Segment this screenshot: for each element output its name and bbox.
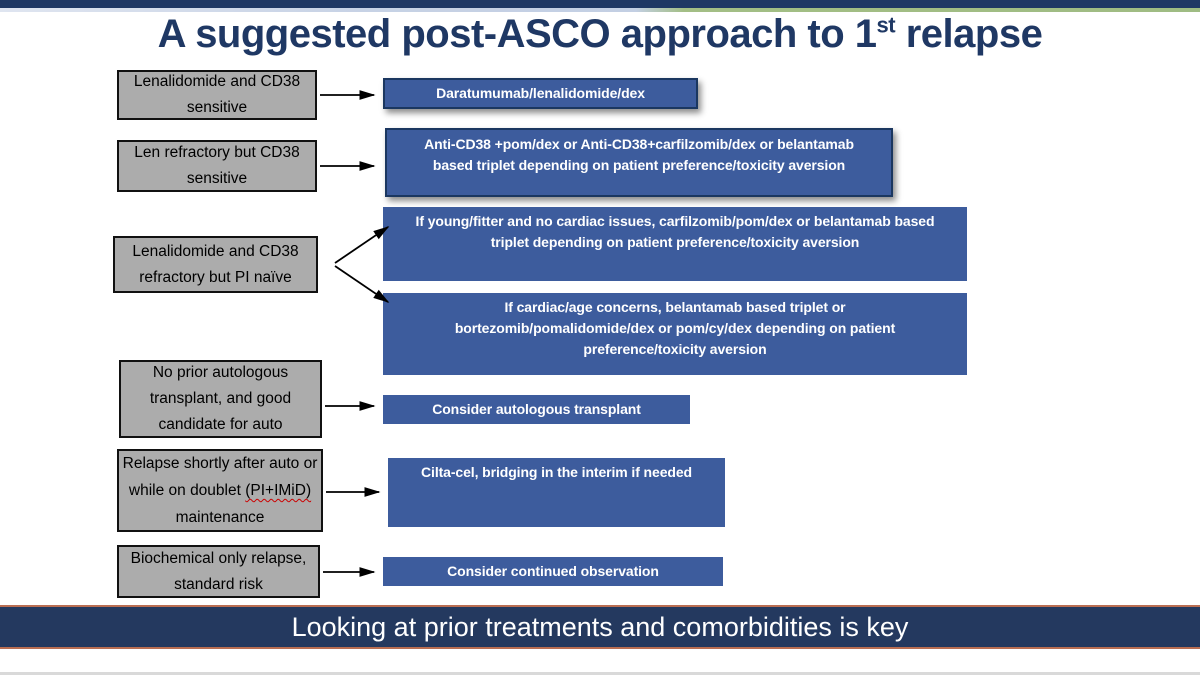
treatment-label-line: preference/toxicity aversion bbox=[583, 341, 767, 357]
condition-label: Lenalidomide and CD38 sensitive bbox=[133, 73, 301, 116]
treatment-label-line: bortezomib/pomalidomide/dex or pom/cy/de… bbox=[454, 320, 896, 336]
treatment-label: Cilta-cel, bridging in the interim if ne… bbox=[421, 464, 692, 480]
page-title-superscript: st bbox=[876, 12, 896, 38]
treatment-label-line: based triplet depending on patient prefe… bbox=[432, 157, 846, 173]
treatment-box-cilta-cel: Cilta-cel, bridging in the interim if ne… bbox=[388, 458, 725, 527]
bottom-banner: Looking at prior treatments and comorbid… bbox=[0, 605, 1200, 649]
treatment-box-cardiac-age-concerns: If cardiac/age concerns, belantamab base… bbox=[383, 293, 967, 375]
treatment-label-line: triplet depending on patient preference/… bbox=[490, 234, 860, 250]
condition-label: Biochemical only relapse, standard risk bbox=[130, 549, 307, 593]
condition-label: Len refractory but CD38 sensitive bbox=[134, 144, 300, 187]
treatment-label: Consider continued observation bbox=[447, 563, 659, 579]
condition-label: No prior autologous transplant, and good… bbox=[149, 364, 292, 433]
condition-box-no-prior-auto: No prior autologous transplant, and good… bbox=[119, 360, 322, 438]
treatment-label: Consider autologous transplant bbox=[432, 401, 641, 417]
condition-label-part: maintenance bbox=[175, 509, 265, 526]
condition-box-len-cd38-sensitive: Lenalidomide and CD38 sensitive bbox=[117, 70, 317, 120]
page-title-rest: relapse bbox=[895, 12, 1043, 56]
treatment-label-line: If young/fitter and no cardiac issues, c… bbox=[415, 213, 935, 229]
bottom-rule bbox=[0, 672, 1200, 675]
treatment-label-line: If cardiac/age concerns, belantamab base… bbox=[504, 299, 846, 315]
accent-line bbox=[0, 8, 1200, 12]
page-title-text: A suggested post-ASCO approach to 1 bbox=[157, 12, 877, 56]
treatment-box-consider-auto-transplant: Consider autologous transplant bbox=[383, 395, 690, 424]
condition-box-len-refractory-cd38-sensitive: Len refractory but CD38 sensitive bbox=[117, 140, 317, 192]
spellcheck-underline: (PI+IMiD) bbox=[245, 482, 312, 499]
condition-label: Lenalidomide and CD38 refractory but PI … bbox=[132, 242, 299, 286]
page-title: A suggested post-ASCO approach to 1st re… bbox=[0, 12, 1200, 57]
treatment-box-dara-len-dex: Daratumumab/lenalidomide/dex bbox=[383, 78, 698, 109]
condition-box-relapse-after-auto: Relapse shortly after auto or while on d… bbox=[117, 449, 323, 532]
bottom-banner-text: Looking at prior treatments and comorbid… bbox=[291, 611, 909, 642]
condition-label: Relapse shortly after auto or while on d… bbox=[121, 450, 319, 531]
treatment-box-anti-cd38-triplet: Anti-CD38 +pom/dex or Anti-CD38+carfilzo… bbox=[385, 128, 893, 197]
condition-box-len-cd38-refractory-pi-naive: Lenalidomide and CD38 refractory but PI … bbox=[113, 236, 318, 293]
treatment-box-young-fitter: If young/fitter and no cardiac issues, c… bbox=[383, 207, 967, 281]
arrow-row3-down bbox=[334, 265, 390, 303]
condition-box-biochemical-relapse: Biochemical only relapse, standard risk bbox=[117, 545, 320, 598]
condition-label-part: Relapse shortly after auto or while on d… bbox=[122, 455, 318, 499]
top-bar bbox=[0, 0, 1200, 8]
treatment-label: Daratumumab/lenalidomide/dex bbox=[436, 85, 645, 101]
treatment-label-line: Anti-CD38 +pom/dex or Anti-CD38+carfilzo… bbox=[424, 136, 854, 152]
treatment-box-continued-observation: Consider continued observation bbox=[383, 557, 723, 586]
arrow-row3-up bbox=[334, 226, 390, 264]
